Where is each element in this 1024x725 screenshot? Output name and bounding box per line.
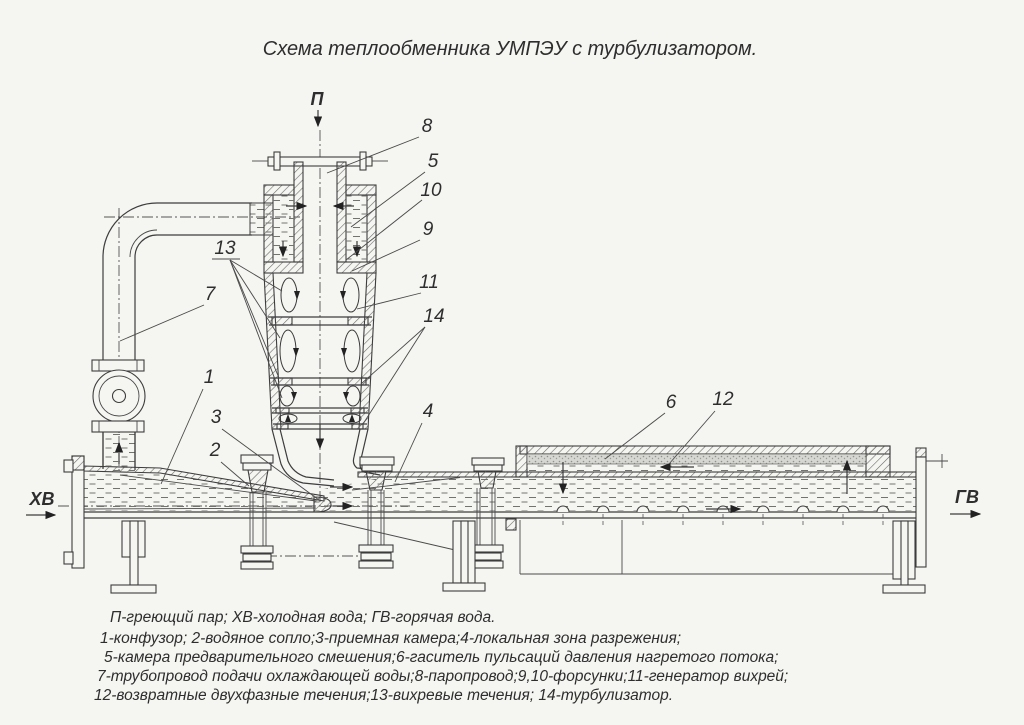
injector-ring xyxy=(263,261,304,274)
callout-9: 9 xyxy=(423,219,434,240)
callout-7: 7 xyxy=(205,284,217,305)
support-leg xyxy=(882,520,926,594)
vertical-mixer xyxy=(252,151,388,487)
frame xyxy=(505,518,893,575)
cold-water-label: ХВ xyxy=(28,489,54,509)
diagram-title: Схема теплообменника УМПЭУ с турбулизато… xyxy=(263,38,757,60)
pulsation-damper xyxy=(515,445,891,495)
callout-5: 5 xyxy=(428,151,439,172)
callout-11: 11 xyxy=(419,272,439,293)
callout-8: 8 xyxy=(422,116,433,137)
legend-line-1: П-греющий пар; ХВ-холодная вода; ГВ-горя… xyxy=(110,609,495,626)
water-nozzle xyxy=(83,474,354,513)
support-leg xyxy=(442,520,486,592)
legend: П-греющий пар; ХВ-холодная вода; ГВ-горя… xyxy=(94,609,788,704)
legend-line-5: 12-возвратные двухфазные течения;13-вихр… xyxy=(94,687,673,704)
callout-12: 12 xyxy=(712,389,734,410)
steam-inlet: П xyxy=(311,89,325,128)
cold-water-fill xyxy=(84,471,324,511)
steam-pipe-wall xyxy=(336,161,347,263)
injector-ring xyxy=(336,261,377,274)
top-flange xyxy=(267,156,373,167)
hot-water-label: ГВ xyxy=(955,487,979,507)
callout-4: 4 xyxy=(423,401,434,422)
callout-2: 2 xyxy=(209,440,221,461)
legend-line-3: 5-камера предварительного смешения;6-гас… xyxy=(104,649,778,666)
callout-6: 6 xyxy=(666,392,677,413)
cooling-water-pipe xyxy=(91,202,274,470)
damper-media xyxy=(526,453,867,465)
callout-3: 3 xyxy=(211,407,222,428)
heated-water-fill xyxy=(380,478,916,511)
channel-stud-bolts xyxy=(470,457,505,569)
steam-pipe-wall xyxy=(293,161,304,263)
main-channel xyxy=(63,432,948,594)
legend-line-2: 1-конфузор; 2-водяное сопло;3-приемная к… xyxy=(100,630,681,647)
inlet-flange xyxy=(63,455,85,569)
legend-line-4: 7-трубопровод подачи охлаждающей воды;8-… xyxy=(97,668,788,685)
vortex-flows xyxy=(278,277,362,424)
flow-labels: ХВ ГВ xyxy=(26,487,982,520)
callout-10: 10 xyxy=(420,180,442,201)
callout-14: 14 xyxy=(423,306,444,327)
callouts: 8 5 10 9 11 14 13 7 1 3 2 4 6 12 xyxy=(119,116,734,501)
support-leg xyxy=(110,520,157,594)
premix-water-annulus xyxy=(273,195,294,262)
premix-water-annulus xyxy=(346,195,367,262)
outlet-flange xyxy=(915,447,948,568)
steam-label: П xyxy=(311,89,325,109)
valve xyxy=(91,359,146,433)
callout-13: 13 xyxy=(214,238,236,259)
junction-stud-bolts xyxy=(358,456,395,569)
callout-1: 1 xyxy=(204,367,215,388)
perforations xyxy=(556,504,890,526)
